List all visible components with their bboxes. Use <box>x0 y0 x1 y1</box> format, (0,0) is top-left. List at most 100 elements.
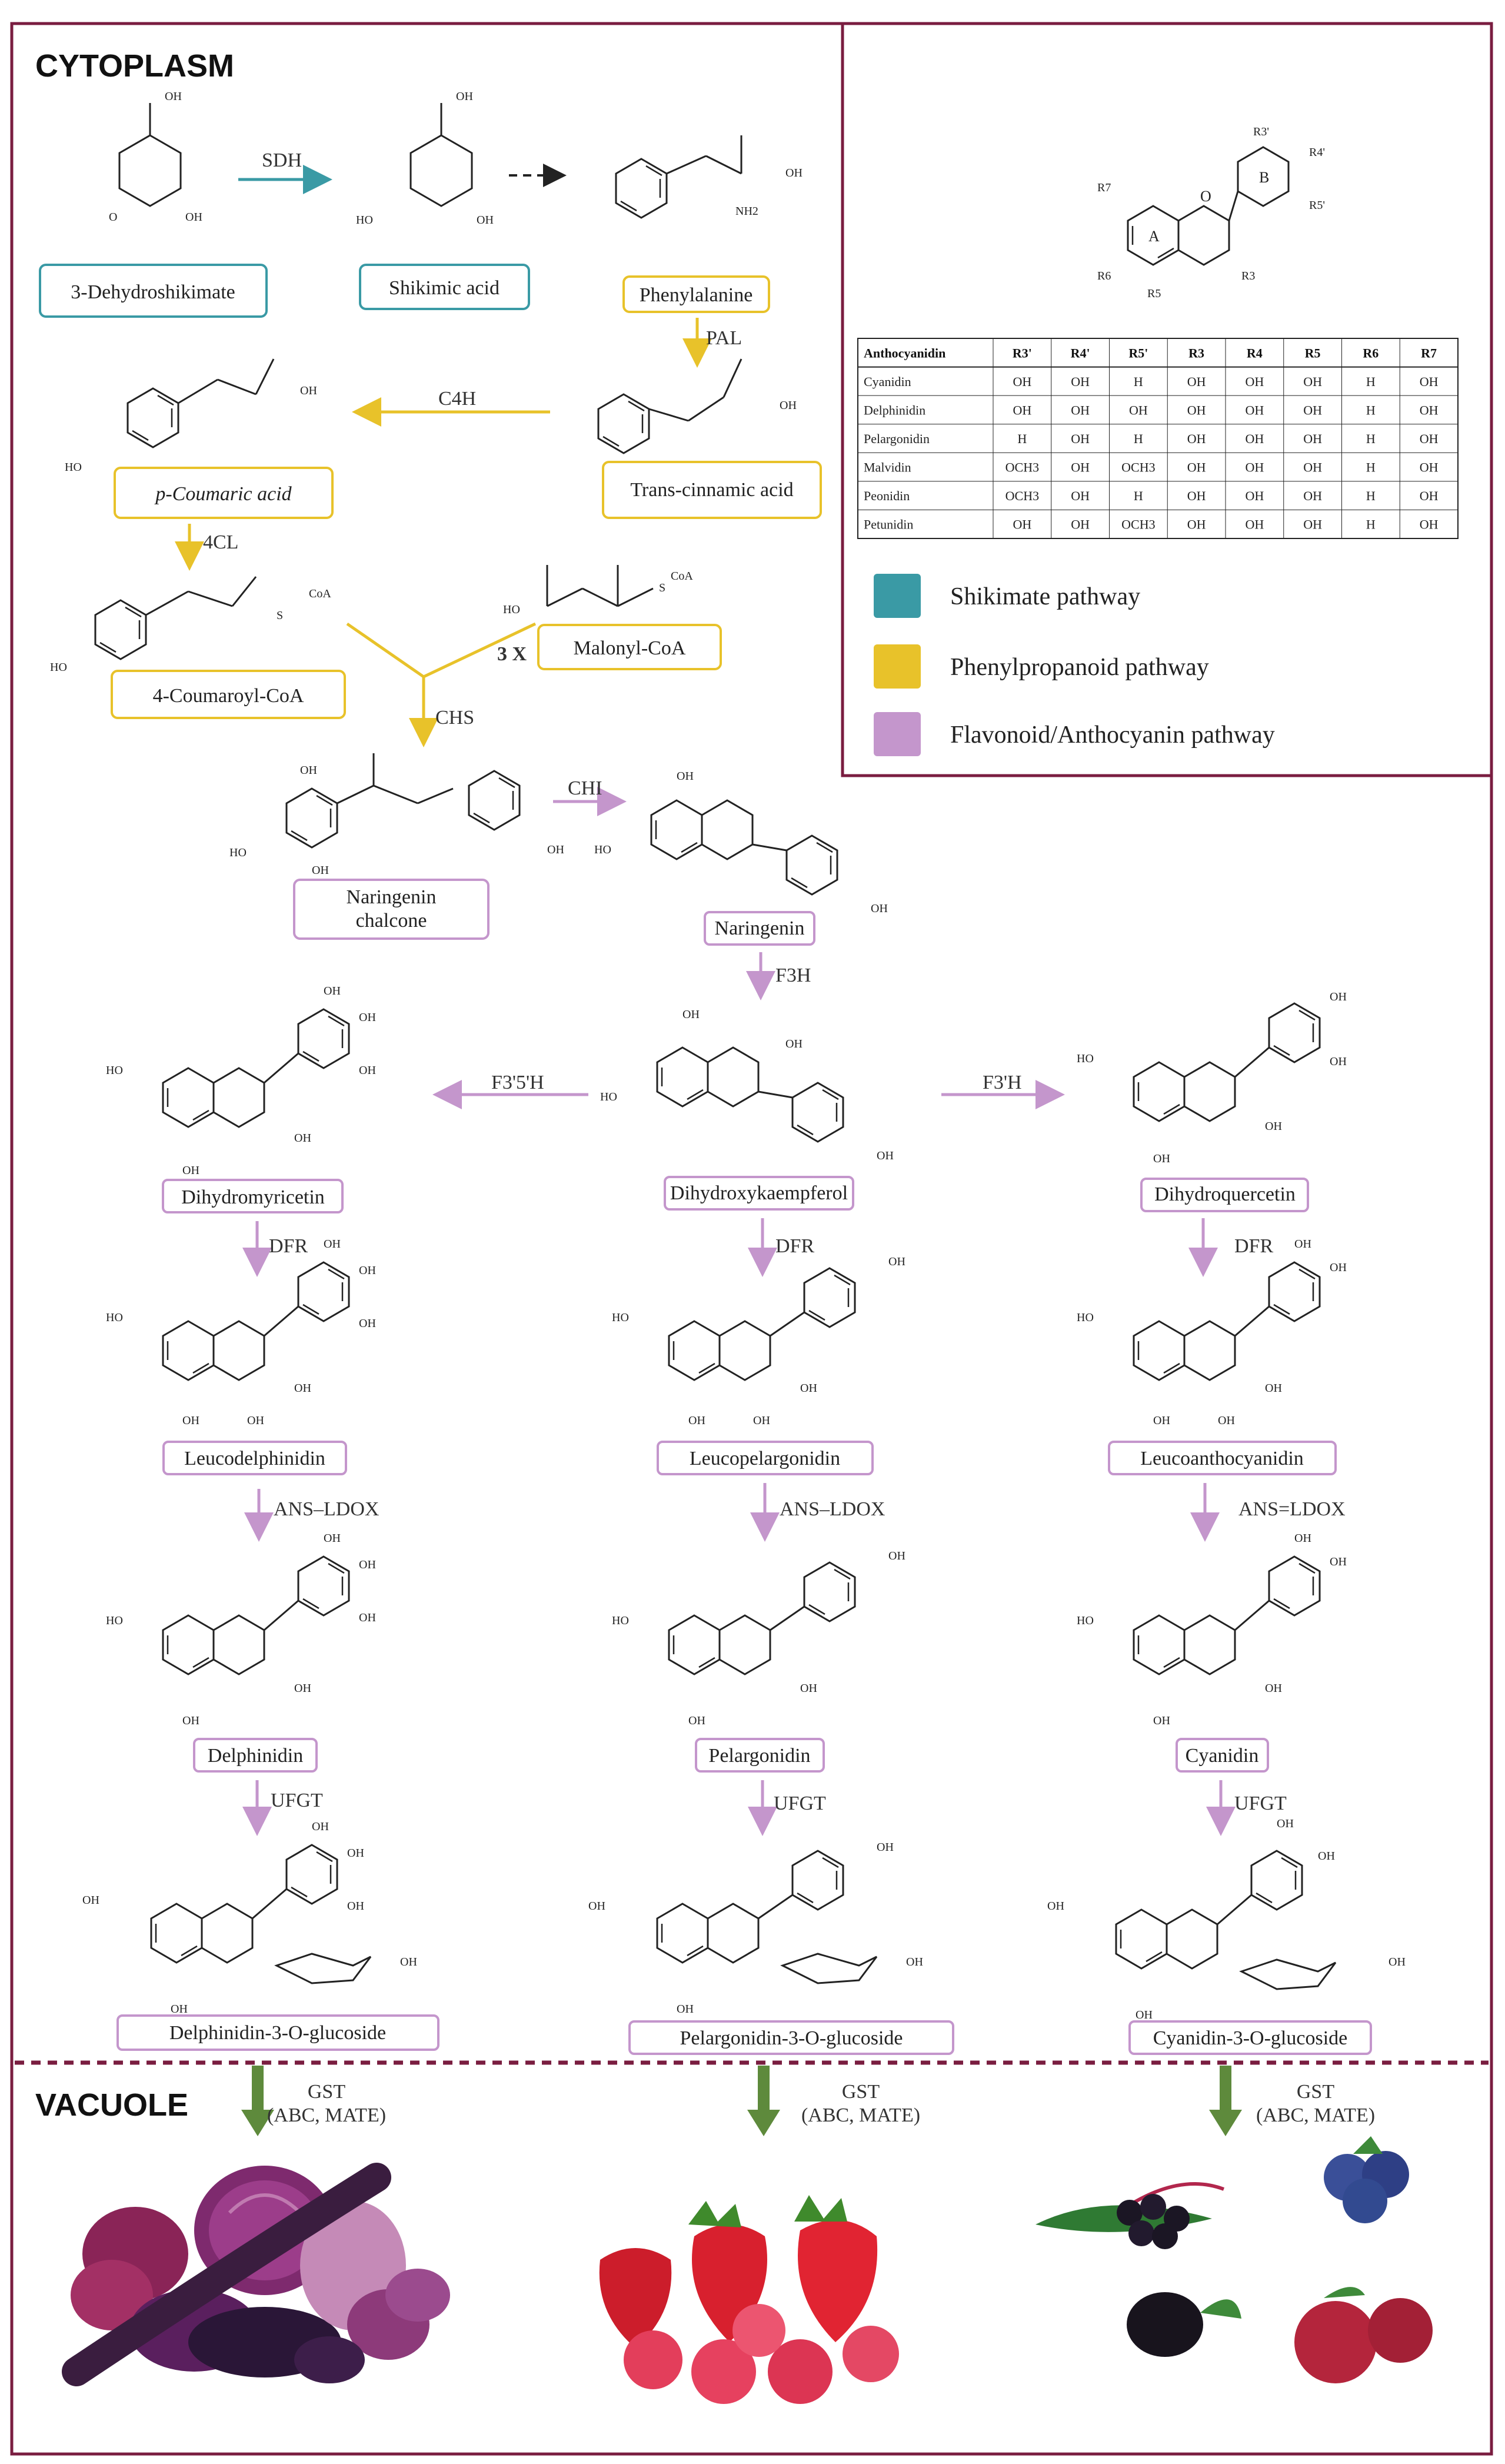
svg-text:S: S <box>277 609 283 622</box>
svg-text:OH: OH <box>1330 1555 1347 1568</box>
delphinidin-glucoside-box <box>116 2014 439 2051</box>
4cl-label: 4CL <box>203 531 238 553</box>
table-cell: OH <box>1071 460 1090 475</box>
table-cell: OH <box>1071 431 1090 446</box>
ufgt-label-center: UFGT <box>774 1793 826 1814</box>
table-header-cell: R6 <box>1363 345 1379 360</box>
leucodelphinidin-structure: HO OH OH OH OH OH OH <box>106 1238 376 1427</box>
svg-text:OH: OH <box>682 1008 700 1021</box>
cyanidin-structure: HO OH OH OH OH <box>1077 1532 1347 1727</box>
table-cell: OH <box>1187 403 1206 417</box>
trans-cinnamic-acid-label: Trans-cinnamic acid <box>630 479 793 501</box>
svg-text:OH: OH <box>888 1255 905 1268</box>
table-cell: H <box>1134 374 1143 389</box>
chs-label: CHS <box>435 707 474 729</box>
table-cell: OCH3 <box>1121 460 1155 475</box>
transporters-label-right: (ABC, MATE) <box>1256 2104 1375 2126</box>
svg-text:OH: OH <box>547 843 564 856</box>
svg-text:OH: OH <box>871 902 888 915</box>
table-cell: H <box>1134 431 1143 446</box>
svg-text:OH: OH <box>300 384 317 397</box>
pelargonidin-glucoside-box <box>628 2020 954 2055</box>
shikimic-acid-label: Shikimic acid <box>389 277 500 299</box>
svg-text:OH: OH <box>185 211 202 224</box>
naringenin-chalcone-label-line1: Naringenin <box>347 886 437 908</box>
phenylalanine-box <box>622 275 770 313</box>
r7-label: R7 <box>1097 181 1111 194</box>
naringenin-chalcone-label-line2: chalcone <box>356 910 427 932</box>
malonyl-coa-box <box>537 624 722 670</box>
table-header-cell: R7 <box>1421 345 1437 360</box>
svg-text:OH: OH <box>324 1238 341 1251</box>
svg-text:HO: HO <box>1077 1052 1094 1065</box>
cyanidin-glucoside-label: Cyanidin-3-O-glucoside <box>1153 2027 1348 2049</box>
dfr-label-right: DFR <box>1234 1235 1273 1257</box>
ring-b-label: B <box>1259 169 1269 186</box>
table-header-cell: R4' <box>1071 345 1090 360</box>
svg-text:OH: OH <box>1153 1414 1170 1427</box>
outer-frame <box>10 22 1493 2456</box>
leucopelargonidin-structure: HO OH OH OH OH <box>612 1255 905 1427</box>
dfr-label-center: DFR <box>775 1235 814 1257</box>
transport-arrow-left <box>241 2066 274 2136</box>
shikimic-acid-box <box>359 264 530 310</box>
f3h-label: F3H <box>775 965 811 986</box>
ufgt-label-left: UFGT <box>271 1790 323 1811</box>
svg-text:S: S <box>659 581 665 594</box>
table-cell: Malvidin <box>864 460 911 475</box>
svg-text:OH: OH <box>1389 1956 1406 1968</box>
table-cell: OH <box>1187 517 1206 532</box>
gst-label-left: GST <box>308 2081 345 2103</box>
leucoanthocyanidin-box <box>1108 1441 1337 1475</box>
table-cell: Delphinidin <box>864 403 925 417</box>
strawberries-raspberries-image <box>599 2195 899 2404</box>
svg-text:OH: OH <box>1047 1900 1064 1913</box>
dihydroquercetin-structure: HO OH OH OH OH <box>1077 990 1347 1165</box>
table-cell: OH <box>1245 374 1264 389</box>
svg-text:OH: OH <box>1265 1120 1282 1133</box>
table-cell: OH <box>1013 374 1031 389</box>
leucopelargonidin-box <box>657 1441 874 1475</box>
svg-text:OH: OH <box>182 1414 199 1427</box>
table-cell: OH <box>1187 374 1206 389</box>
table-cell: OCH3 <box>1005 460 1039 475</box>
table-cell: OH <box>1071 517 1090 532</box>
naringenin-box <box>704 911 815 946</box>
svg-text:OH: OH <box>1318 1850 1335 1863</box>
table-cell: OH <box>1071 403 1090 417</box>
table-cell: OH <box>1303 403 1322 417</box>
svg-text:OH: OH <box>300 764 317 777</box>
svg-text:OH: OH <box>1277 1817 1294 1830</box>
table-cell: H <box>1366 488 1376 503</box>
svg-text:OH: OH <box>182 1164 199 1177</box>
pelargonidin-glucoside-structure: OH OH OH OH <box>588 1841 923 2016</box>
svg-text:OH: OH <box>677 770 694 783</box>
transport-arrow-center <box>747 2066 780 2136</box>
table-cell: H <box>1366 374 1376 389</box>
vacuole-title: VACUOLE <box>35 2087 188 2123</box>
svg-text:OH: OH <box>780 399 797 412</box>
svg-text:HO: HO <box>106 1614 123 1627</box>
svg-text:OH: OH <box>359 1317 376 1330</box>
svg-text:CoA: CoA <box>671 570 693 583</box>
gst-label-center: GST <box>842 2081 880 2103</box>
table-cell: OH <box>1071 488 1090 503</box>
coumaroyl-coa-label: 4-Coumaroyl-CoA <box>153 685 304 707</box>
dihydromyricetin-label: Dihydromyricetin <box>181 1186 325 1208</box>
table-cell: H <box>1366 431 1376 446</box>
svg-text:NH2: NH2 <box>735 205 758 218</box>
table-cell: OH <box>1420 460 1439 475</box>
pelargonidin-box <box>695 1738 825 1773</box>
dihydrokaempferol-label: Dihydroxykaempferol <box>670 1182 848 1204</box>
transport-arrow-right <box>1209 2066 1242 2136</box>
malonyl-coa-label: Malonyl-CoA <box>574 637 686 659</box>
cyanidin-label: Cyanidin <box>1186 1745 1259 1767</box>
p-coumaric-acid-structure: OH HO <box>65 358 317 474</box>
svg-text:O: O <box>109 211 117 224</box>
table-cell: H <box>1366 403 1376 417</box>
cyanidin-glucoside-structure: OH OH OH OH OH <box>1047 1817 1406 2021</box>
c4h-label: C4H <box>438 388 476 410</box>
oxonium-label: O <box>1200 188 1211 205</box>
delphinidin-glucoside-structure: OH OH OH OH OH OH <box>82 1820 417 2016</box>
svg-text:OH: OH <box>400 1956 417 1968</box>
